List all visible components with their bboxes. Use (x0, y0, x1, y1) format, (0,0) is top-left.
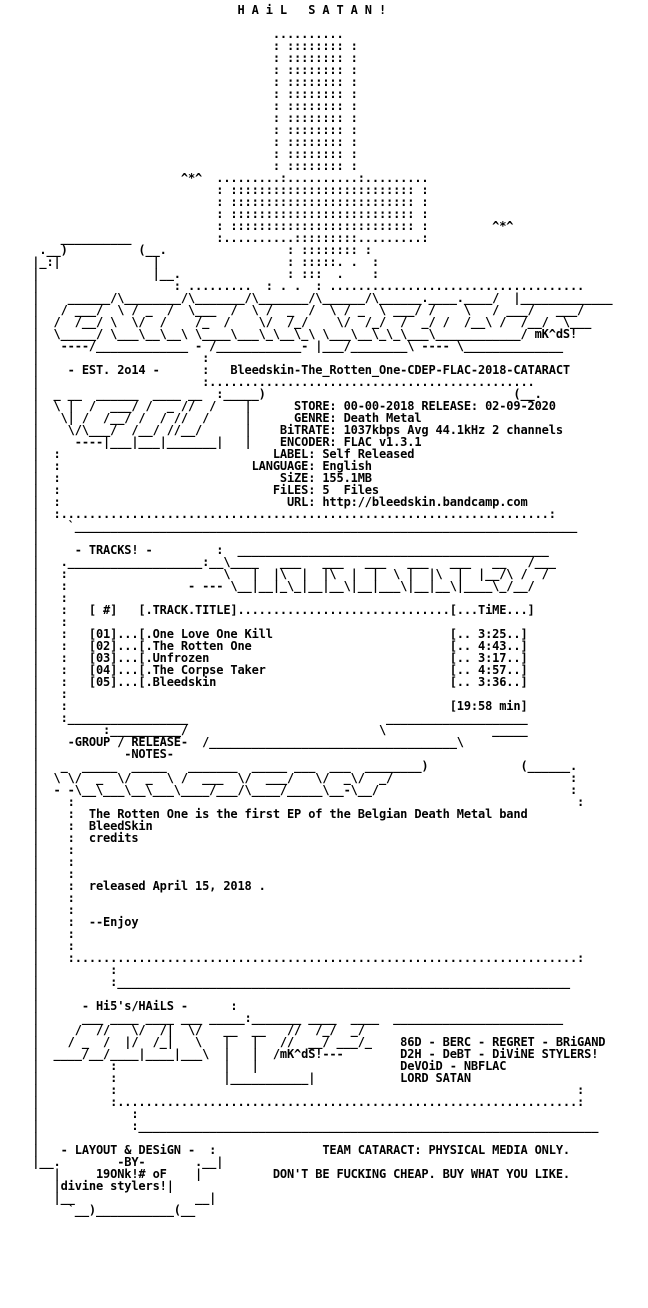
nfo-text: H A i L S A T A N ! .......... : :::::::… (32, 3, 613, 1217)
